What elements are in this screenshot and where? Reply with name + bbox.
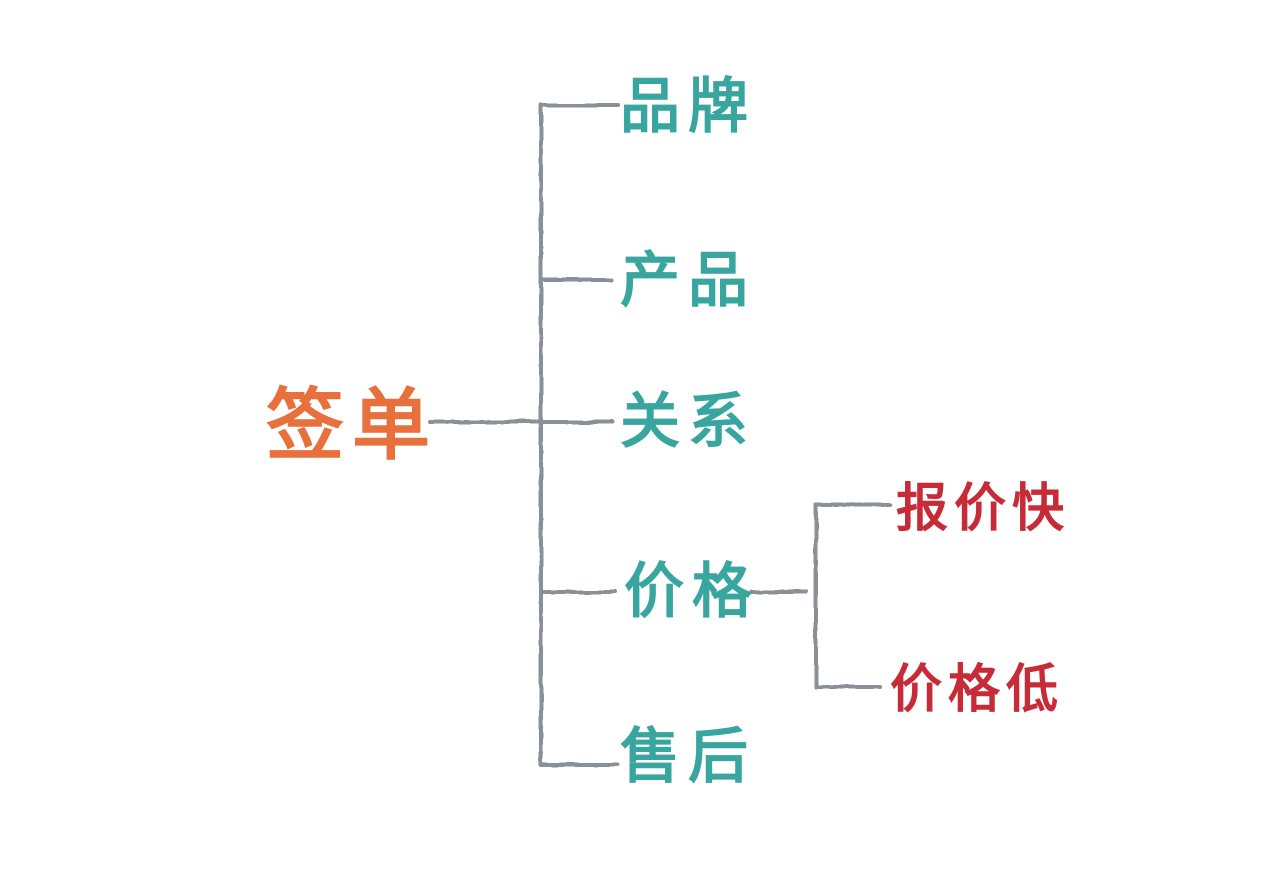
node-after-sales: 售后 [620,722,756,792]
node-relationship: 关系 [620,387,756,457]
node-price: 价格 [624,557,760,627]
node-brand: 品牌 [620,72,756,142]
node-fast-quote: 报价快 [896,479,1071,539]
node-product: 产品 [620,246,756,316]
node-root-sign-deal: 签单 [266,381,439,471]
node-low-price: 价格低 [890,660,1065,720]
